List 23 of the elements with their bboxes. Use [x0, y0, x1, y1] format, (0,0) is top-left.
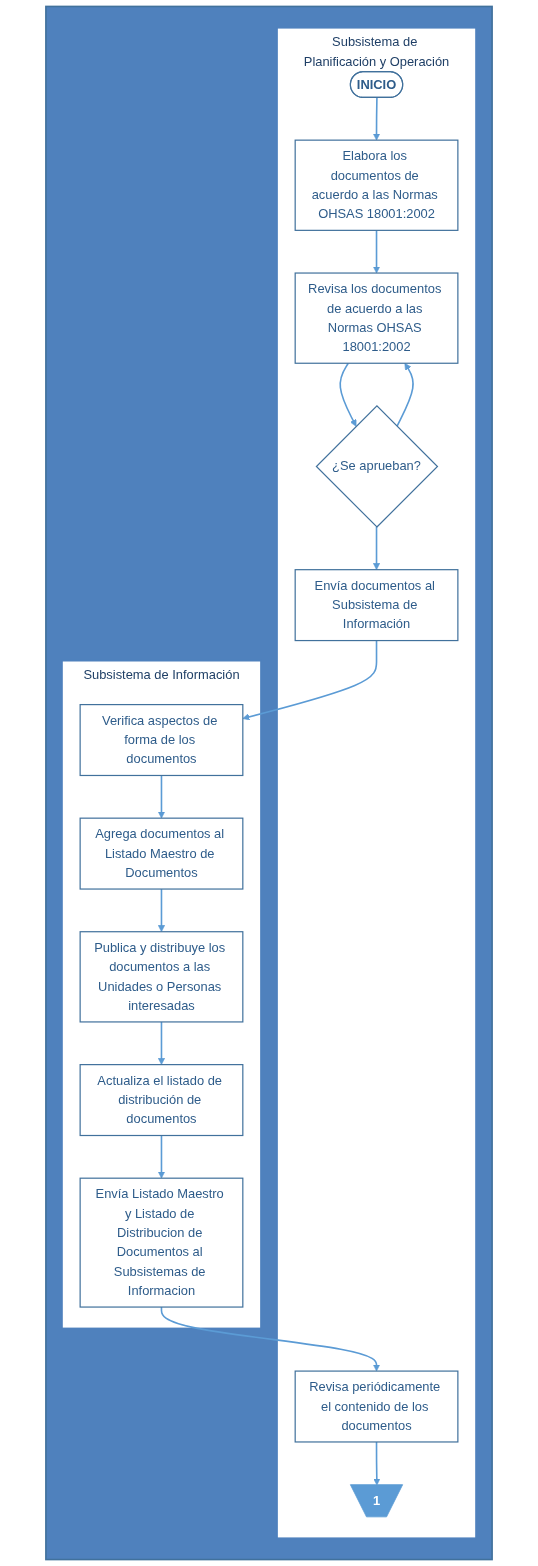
node-diamond: ¿Se aprueban? [315, 405, 439, 528]
arrow [157, 1134, 165, 1179]
node-box: Verifica aspectos de forma de los documentos [79, 704, 244, 777]
arrow [373, 229, 381, 274]
cluster [45, 5, 493, 1561]
arrow [373, 526, 381, 570]
arrow [242, 639, 378, 721]
node-box: Elabora los documentos de acuerdo a las Normas OHSAS 18001:2002 [294, 139, 459, 231]
node-box: Agrega documentos al Listado Maestro de Documentos [79, 817, 244, 890]
arrow [373, 97, 381, 141]
node-box: Publica y distribuye los documentos a las Unidades o Personas interesadas [79, 931, 244, 1023]
arrow [157, 888, 165, 933]
node-box: Envía Listado Maestro y Listado de Distribucion de Documentos al Subsistemas de Informacion [79, 1177, 244, 1308]
node-box: Actualiza el listado de distribución de documentos [79, 1064, 244, 1137]
node-box: Revisa periódicamente el contenido de los documentos [294, 1370, 459, 1443]
arrow [396, 362, 414, 428]
node-box: Envía documentos al Subsistema de Información [294, 569, 459, 642]
arrow [339, 362, 357, 427]
arrow [373, 1441, 381, 1486]
arrow [157, 1021, 165, 1065]
node-box: Revisa los documentos de acuerdo a las Normas OHSAS 18001:2002 [294, 272, 459, 364]
arrow [160, 1306, 381, 1372]
arrow [157, 774, 165, 819]
